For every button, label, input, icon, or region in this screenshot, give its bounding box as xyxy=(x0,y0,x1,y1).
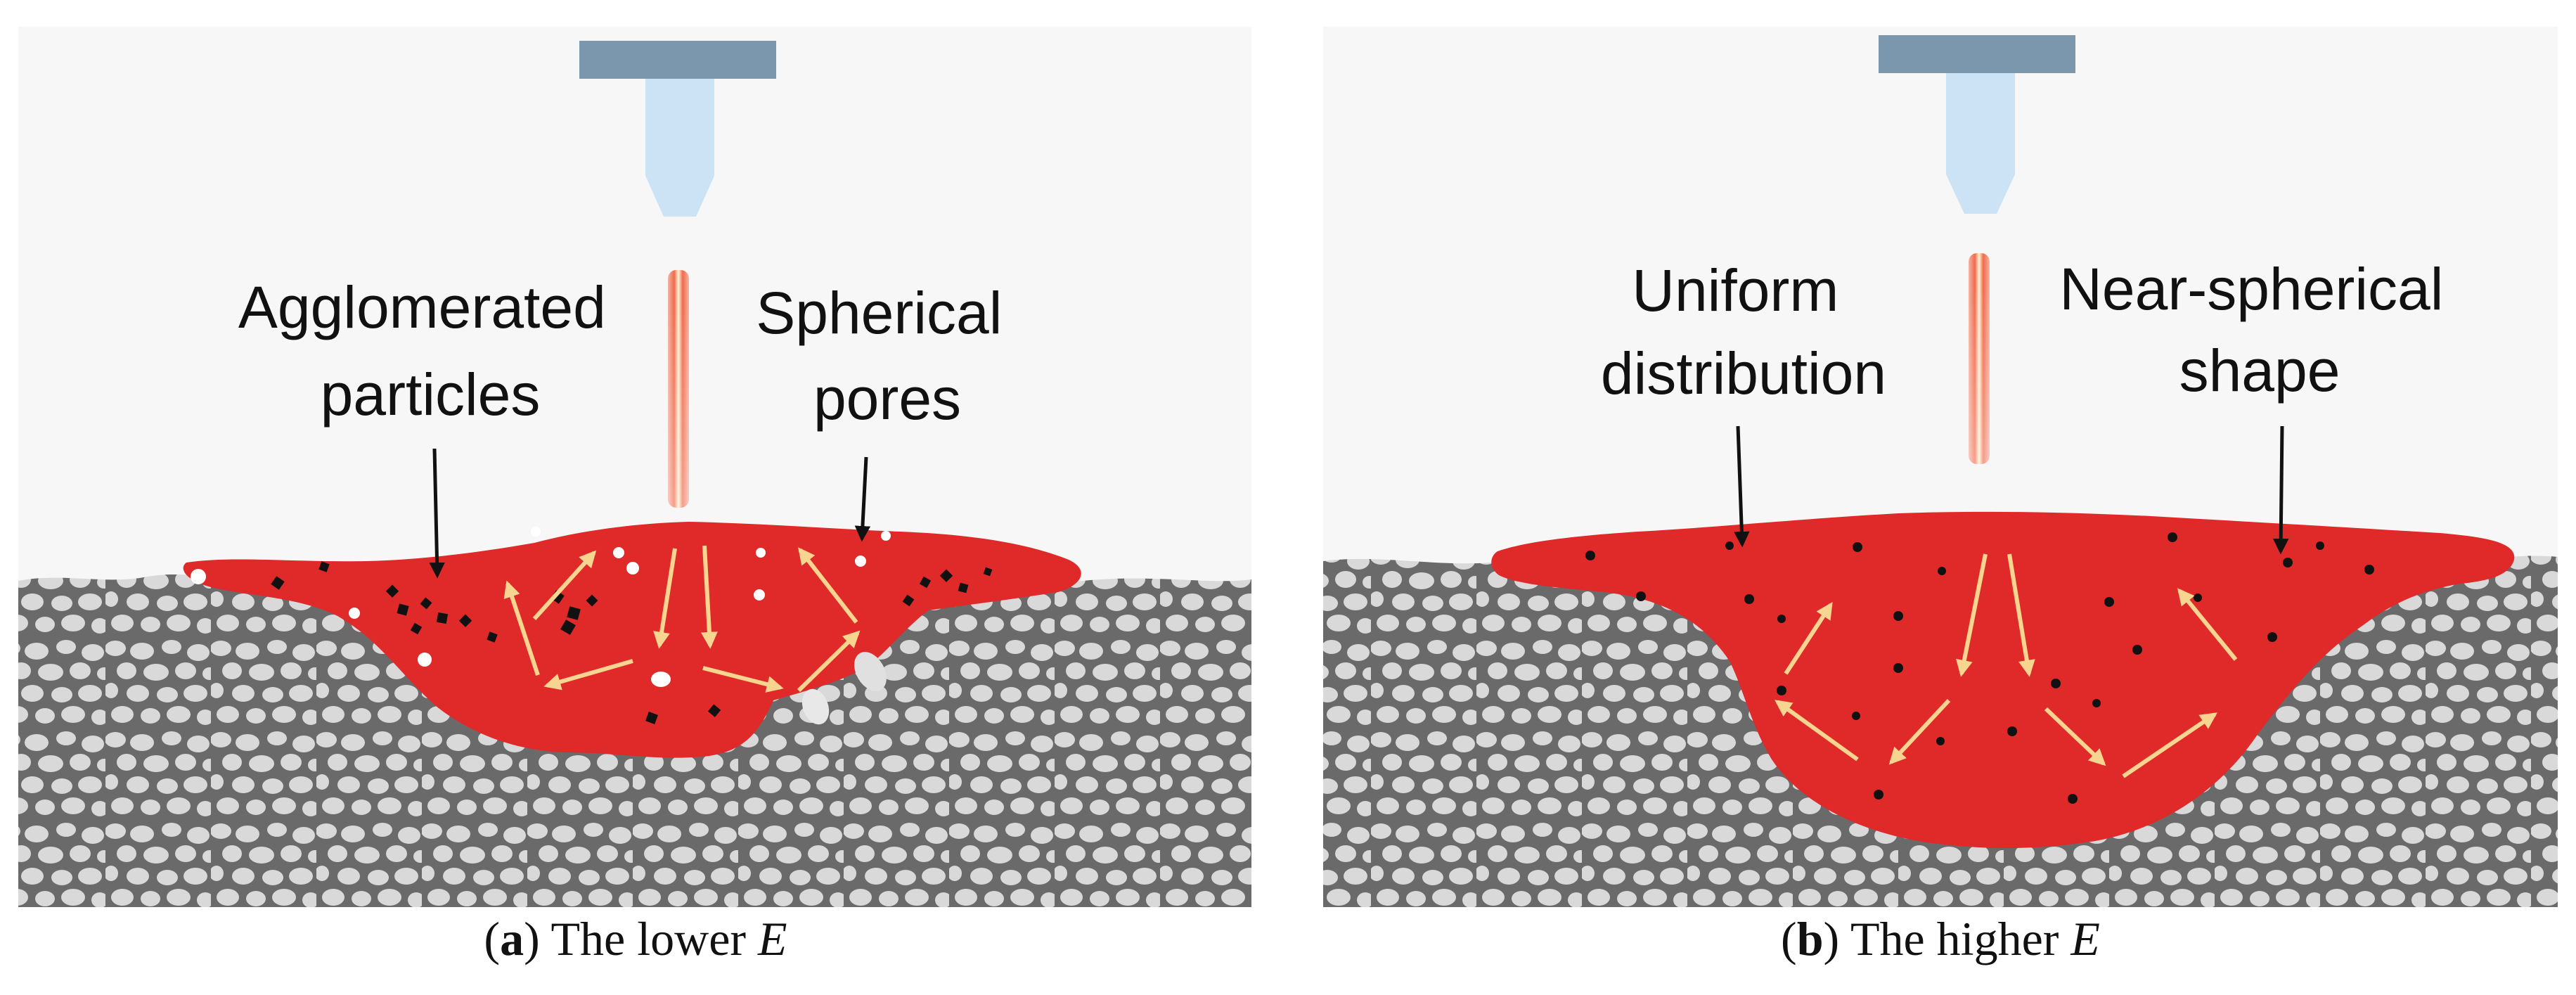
label-spherical-pores: Spherical pores xyxy=(756,280,1019,432)
callout-arrow-near-spherical xyxy=(2272,425,2289,555)
flow-arrow-icon xyxy=(798,547,858,624)
panel-a-flow-arrows xyxy=(503,545,861,693)
label-near-spherical-shape: Near-spherical shape xyxy=(2059,256,2460,404)
panel-a-spherical-pores xyxy=(191,527,891,687)
flow-arrow-icon xyxy=(1888,698,1951,765)
panel-a-agglomerated-particles xyxy=(271,561,993,724)
laser-beam-icon xyxy=(1969,253,1990,464)
flow-arrow-icon xyxy=(702,666,784,693)
flow-arrow-icon xyxy=(543,659,633,691)
caption-b-letter: b xyxy=(1796,912,1824,965)
laser-beam-icon xyxy=(668,270,689,508)
callout-arrow-pores xyxy=(854,456,871,542)
caption-a-variable: E xyxy=(758,912,787,965)
panel-b: Uniform distribution Near-spherical shap… xyxy=(1323,27,2558,907)
panel-a-melt-pool xyxy=(183,522,1081,758)
label-agglomerated-particles: Agglomerated particles xyxy=(238,274,622,428)
panel-a-callout-arrows xyxy=(429,448,871,579)
flow-arrow-icon xyxy=(2007,553,2035,677)
caption-a-text: The lower xyxy=(539,912,759,965)
caption-b: (b) The higher E xyxy=(1781,912,2100,965)
flow-arrow-icon xyxy=(700,545,718,649)
panel-b-uniform-particles xyxy=(1585,532,2374,804)
flow-arrow-icon xyxy=(653,548,677,649)
flow-arrow-icon xyxy=(2044,707,2106,766)
panel-a: Agglomerated particles Spherical pores xyxy=(18,27,1251,907)
flow-arrow-icon xyxy=(2122,712,2217,778)
caption-a: (a) The lower E xyxy=(484,912,787,965)
flow-arrow-icon xyxy=(797,630,861,693)
flow-arrow-icon xyxy=(1784,601,1833,675)
laser-nozzle-icon xyxy=(1879,35,2075,214)
caption-a-letter: a xyxy=(500,912,524,965)
callout-arrow-agglomerated xyxy=(429,448,445,579)
caption-b-text: The higher xyxy=(1839,912,2071,965)
flow-arrow-icon xyxy=(1955,553,1988,677)
flow-arrow-icon xyxy=(1775,700,1859,762)
callout-arrow-uniform xyxy=(1734,425,1750,548)
flow-arrow-icon xyxy=(503,580,540,676)
label-uniform-distribution: Uniform distribution xyxy=(1601,257,1886,406)
caption-b-variable: E xyxy=(2071,912,2100,965)
panel-b-callout-arrows xyxy=(1734,425,2289,555)
laser-nozzle-icon xyxy=(579,41,776,217)
panel-b-flow-arrows xyxy=(1775,553,2238,778)
flow-arrow-icon xyxy=(2177,588,2238,661)
flow-arrow-icon xyxy=(532,550,597,621)
